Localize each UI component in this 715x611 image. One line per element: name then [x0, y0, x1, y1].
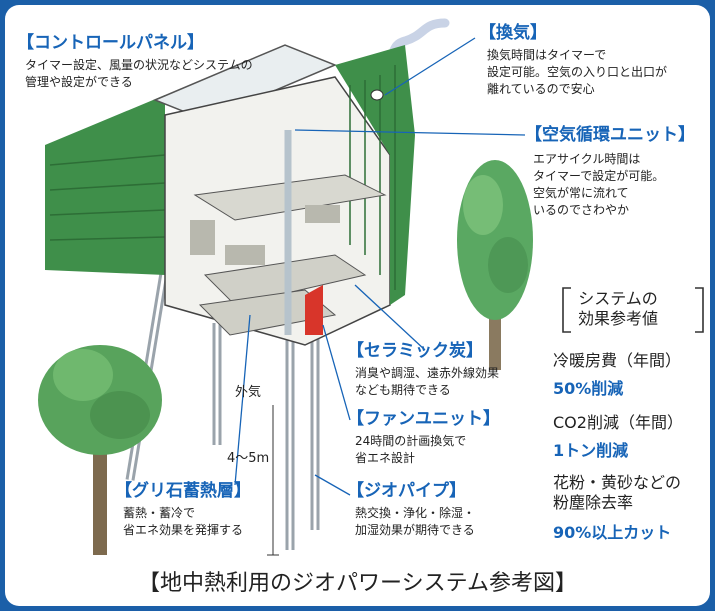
effect-3-value: 90%以上カット	[553, 523, 672, 542]
guri-stone-title: 【グリ石蓄熱層】	[115, 481, 251, 501]
ventilation-body: 換気時間はタイマーで 設定可能。空気の入り口と出口が 離れているので安心	[487, 48, 668, 96]
effect-2-label: CO2削減（年間）	[553, 413, 683, 432]
effect-2-value: 1トン削減	[553, 441, 629, 460]
effect-3-label: 花粉・黄砂などの 粉塵除去率	[553, 473, 682, 512]
ventilation-title: 【換気】	[479, 23, 547, 43]
control-panel-title: 【コントロールパネル】	[17, 33, 204, 53]
fan-unit-body: 24時間の計画換気で 省エネ設計	[355, 434, 467, 465]
outside-air-label: 外気	[235, 385, 262, 400]
gravel-layer	[198, 289, 337, 336]
house-illustration	[38, 18, 704, 556]
left-tree	[38, 345, 162, 555]
diagram-caption: 【地中熱利用のジオパワーシステム参考図】	[138, 571, 577, 596]
diagram-panel: 【コントロールパネル】 タイマー設定、風量の状況などシステムの 管理や設定ができ…	[5, 5, 710, 606]
air-circulation-title: 【空気循環ユニット】	[525, 125, 695, 145]
control-panel-body: タイマー設定、風量の状況などシステムの 管理や設定ができる	[25, 58, 253, 89]
house-left-wall	[45, 95, 165, 275]
depth-label: 4〜5m	[227, 451, 270, 466]
geo-pipe-body: 熱交換・浄化・除湿・ 加湿効果が期待できる	[355, 506, 476, 537]
guri-stone-body: 蓄熱・蓄冷で 省エネ効果を発揮する	[123, 506, 244, 537]
fan-pipe	[305, 285, 323, 335]
geo-pipe-title: 【ジオパイプ】	[347, 481, 466, 501]
air-circulation-body: エアサイクル時間は タイマーで設定が可能。 空気が常に流れて いるのでさわやか	[533, 152, 665, 217]
right-tree	[457, 160, 533, 370]
ceramic-body: 消臭や調湿、遠赤外線効果 なども期待できる	[355, 366, 500, 397]
ceramic-title: 【セラミック炭】	[347, 341, 483, 361]
fan-unit-title: 【ファンユニット】	[347, 409, 500, 429]
effect-1-label: 冷暖房費（年間）	[553, 351, 682, 370]
effects-title: システムの 効果参考値	[578, 289, 659, 328]
effects-bracket	[562, 287, 704, 333]
effect-1-value: 50%削減	[553, 379, 624, 398]
